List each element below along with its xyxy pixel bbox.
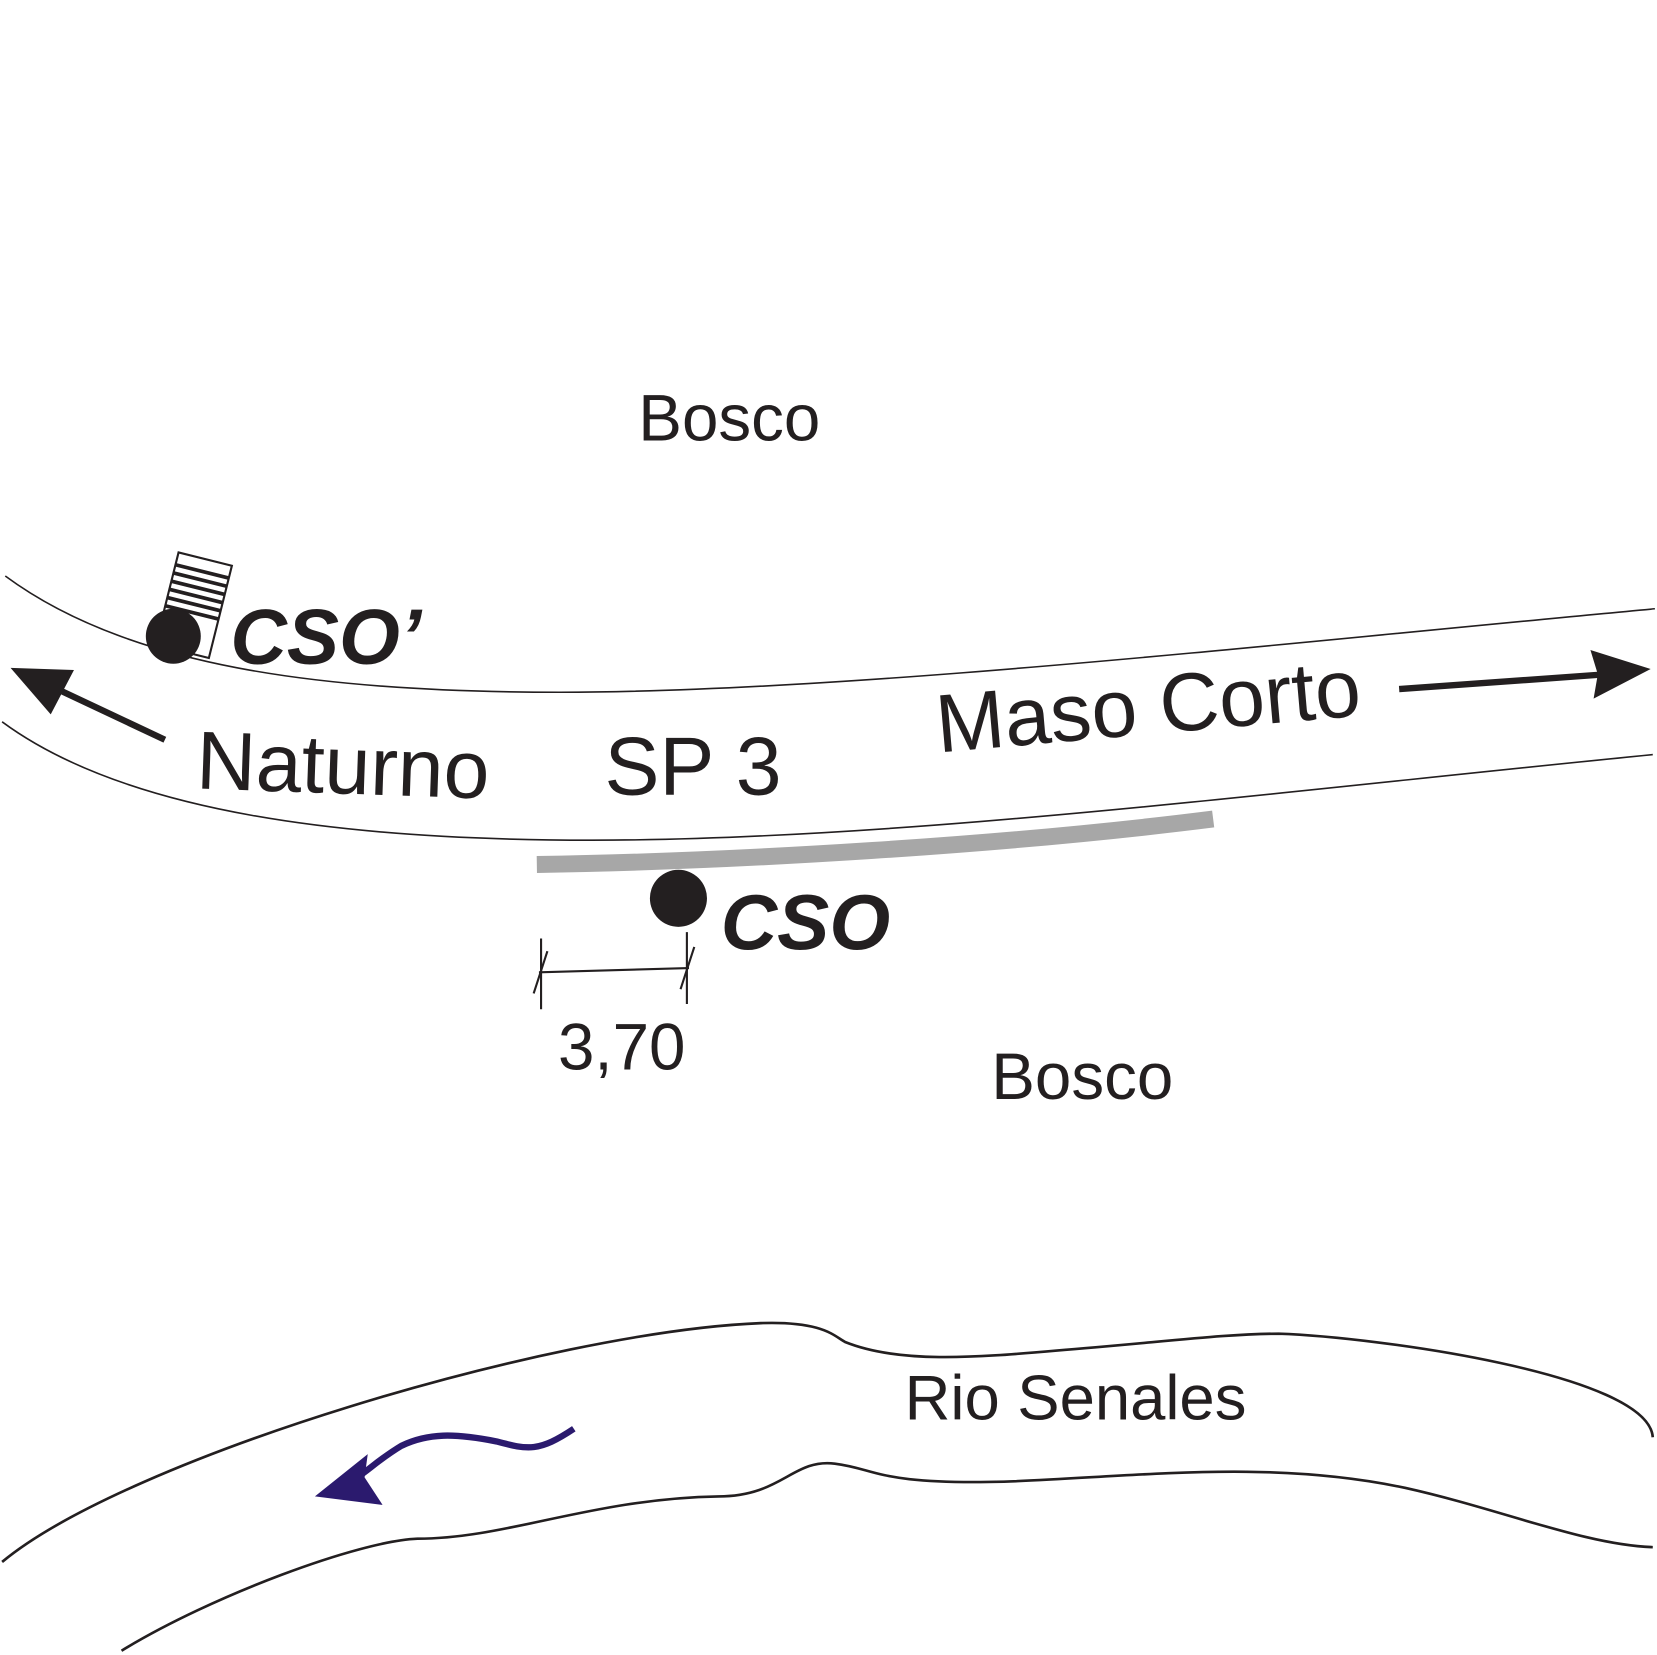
cso-point-icon: [649, 869, 707, 927]
road-edge-south: [1, 721, 1653, 841]
arrow-right-icon: [1398, 649, 1651, 699]
dimension-line: [532, 932, 696, 1010]
river-bank-north: [1, 1321, 1655, 1563]
river-bank-south: [120, 1461, 1653, 1652]
bosco-top-label: Bosco: [638, 382, 820, 455]
bosco-bottom-label: Bosco: [991, 1040, 1173, 1113]
cso-prime-label: CSO’: [230, 593, 422, 681]
maso-corto-label: Maso Corto: [932, 642, 1364, 771]
arrow-left-icon: [10, 667, 167, 743]
dimension-label: 3,70: [558, 1010, 685, 1083]
sp3-label: SP 3: [604, 721, 781, 813]
naturno-label: Naturno: [195, 714, 491, 816]
river-flow-arrow-icon: [314, 1426, 576, 1505]
cso-prime-point-icon: [145, 608, 201, 664]
guard-rail: [536, 810, 1215, 873]
river-label: Rio Senales: [905, 1363, 1247, 1433]
cso-label: CSO: [721, 878, 890, 966]
